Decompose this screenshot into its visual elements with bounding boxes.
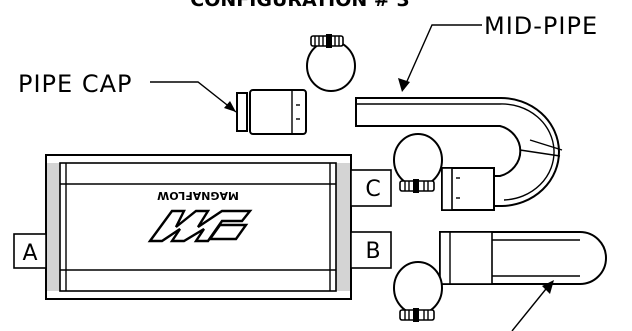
- port-a: A: [13, 233, 47, 269]
- port-b-label: B: [365, 239, 380, 264]
- mid-pipe-arrowhead: [398, 78, 410, 92]
- pipe-cap-arrowhead: [224, 101, 236, 112]
- exhaust-tip: [439, 231, 607, 285]
- port-a-label: A: [22, 241, 37, 266]
- port-c-label: C: [365, 177, 380, 202]
- mid-pipe-label: MID-PIPE: [484, 12, 598, 40]
- clamp-bottom: [393, 261, 443, 322]
- magnaflow-logo: [147, 209, 253, 243]
- muffler-brand-text: MAGNAFLOW: [157, 189, 239, 202]
- port-b: B: [350, 231, 392, 269]
- clamp-top: [306, 34, 356, 92]
- port-c: C: [350, 169, 392, 207]
- mid-pipe-leader: [403, 24, 482, 89]
- exhaust-tip-arrowhead: [542, 280, 554, 294]
- mid-pipe: [355, 96, 563, 207]
- pipe-cap-leader: [150, 81, 237, 113]
- clamp-middle: [393, 133, 443, 193]
- pipe-cap-label: PIPE CAP: [18, 70, 132, 98]
- mid-pipe-slip-end: [441, 167, 495, 211]
- muffler: MAGNAFLOW: [45, 154, 352, 300]
- pipe-cap: [236, 89, 307, 135]
- exhaust-tip-leader: [511, 283, 551, 331]
- diagram-title: CONFIGURATION # 3: [190, 0, 409, 11]
